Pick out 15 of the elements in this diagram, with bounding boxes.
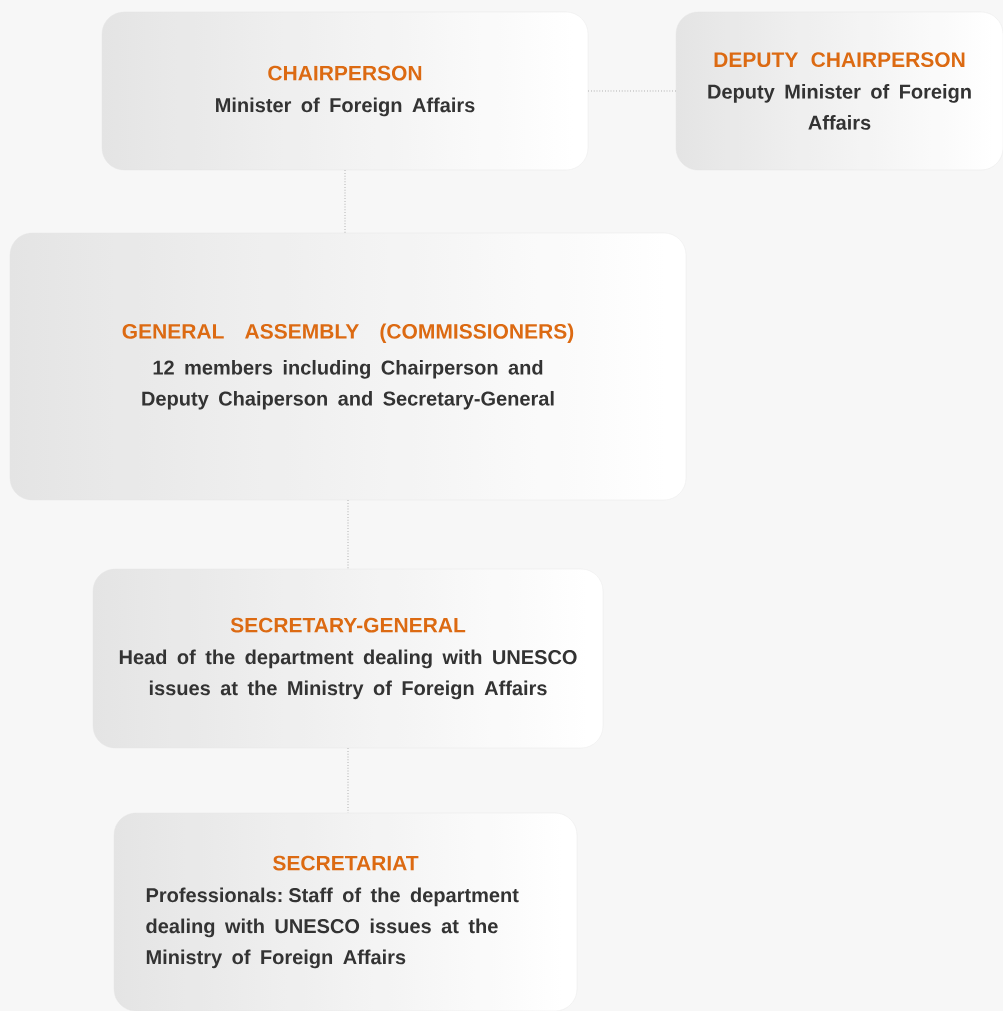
box-heading: SECRETARY-GENERAL — [230, 617, 466, 633]
box-heading: DEPUTY CHAIRPERSON — [714, 52, 965, 68]
box-heading: GENERAL ASSEMBLY (COMMISSIONERS) — [122, 323, 574, 343]
box-description: 12 members including Chairperson and Deputy Chaiperson and Secretary-General — [142, 359, 554, 410]
box-heading: CHAIRPERSON — [268, 65, 422, 81]
box-heading: SECRETARIAT — [273, 855, 419, 871]
org-box — [113, 812, 578, 1011]
org-box — [675, 11, 1003, 171]
org-box — [92, 568, 604, 749]
box-description: Minister of Foreign Affairs — [216, 97, 475, 117]
box-description: Professionals: Staff of the department dealing with UNESCO issues at the Ministry of Foreign Affairs — [146, 887, 519, 969]
box-description: Head of the department dealing with UNESCO issues at the Ministry of Foreign Affairs — [119, 649, 577, 700]
box-description: Deputy Minister of Foreign Affairs — [708, 84, 971, 130]
org-box — [9, 232, 687, 501]
org-box — [101, 11, 589, 171]
